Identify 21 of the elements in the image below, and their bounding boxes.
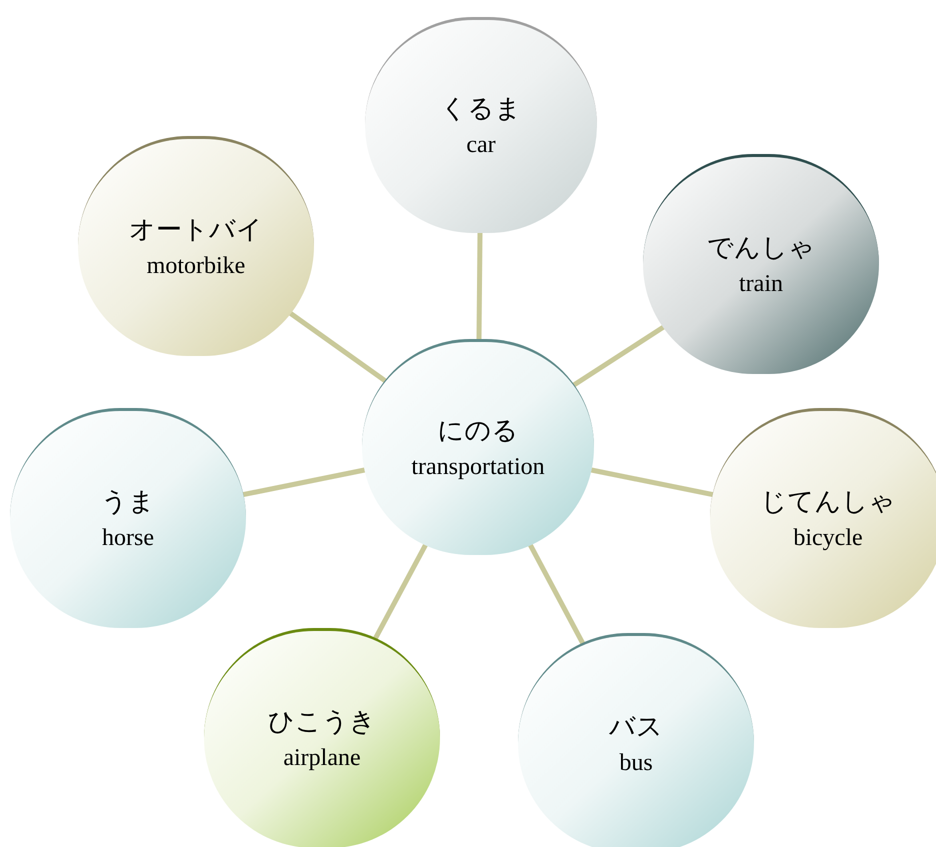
japanese-label: オートバイ	[129, 214, 263, 247]
japanese-label: くるま	[440, 93, 522, 126]
connector-line	[476, 232, 482, 340]
connector-line	[288, 310, 388, 384]
japanese-label: バス	[609, 711, 663, 744]
english-label: train	[739, 270, 783, 299]
english-label: bus	[619, 748, 653, 778]
japanese-label: にのる	[438, 415, 518, 448]
english-label: airplane	[283, 744, 361, 773]
connector-line	[572, 324, 666, 388]
connector-line	[527, 542, 586, 646]
japanese-label: うま	[101, 486, 155, 519]
english-label: motorbike	[146, 252, 246, 281]
connector-line	[372, 542, 428, 641]
english-label: bicycle	[793, 524, 863, 553]
english-label: horse	[102, 524, 154, 553]
english-label: car	[466, 130, 496, 160]
japanese-label: ひこうき	[268, 706, 376, 739]
japanese-label: じてんしゃ	[760, 486, 896, 519]
english-label: transportation	[411, 452, 545, 482]
japanese-label: でんしゃ	[707, 232, 815, 265]
